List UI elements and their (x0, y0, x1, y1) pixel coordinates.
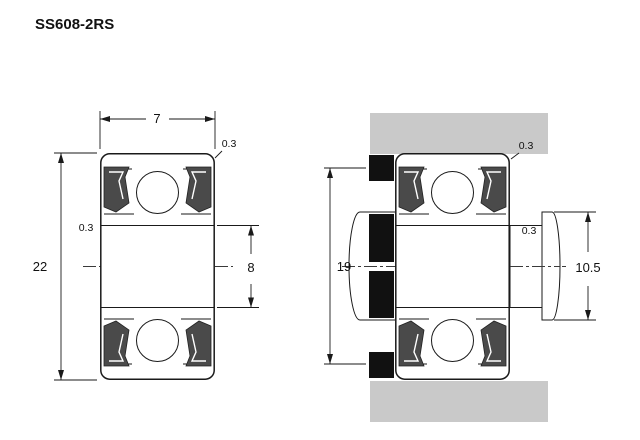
spacer-blocks (369, 155, 394, 378)
left-view: 7 22 8 0.3 0.3 (33, 111, 259, 381)
bearing-section-right (395, 153, 510, 380)
housing-block-top (370, 113, 548, 154)
dim-bore-label: 8 (247, 260, 254, 275)
dim-outer-diameter-label: 22 (33, 259, 47, 274)
dim-width: 7 (99, 111, 216, 149)
chamfer-note-housing: 0.3 (510, 140, 534, 160)
part-title: SS608-2RS (35, 16, 114, 33)
dim-bore: 8 (217, 225, 259, 308)
right-view: 19 10.5 0.3 0.3 (324, 113, 601, 422)
chamfer-note-outer: 0.3 (214, 138, 237, 159)
housing-block-bottom (370, 381, 548, 422)
bearing-section-left (100, 153, 215, 380)
dim-width-label: 7 (153, 111, 160, 126)
chamfer-shaft-label: 0.3 (522, 225, 537, 237)
dim-housing-bore: 19 (324, 167, 366, 365)
dim-shaft-diameter: 10.5 (554, 211, 601, 321)
dim-housing-bore-label: 19 (337, 259, 351, 274)
dim-outer-diameter: 22 (33, 152, 97, 381)
chamfer-housing-label: 0.3 (519, 140, 534, 152)
chamfer-outer-label: 0.3 (222, 138, 237, 150)
dim-shaft-diameter-label: 10.5 (575, 260, 600, 275)
chamfer-inner-label: 0.3 (79, 222, 94, 234)
